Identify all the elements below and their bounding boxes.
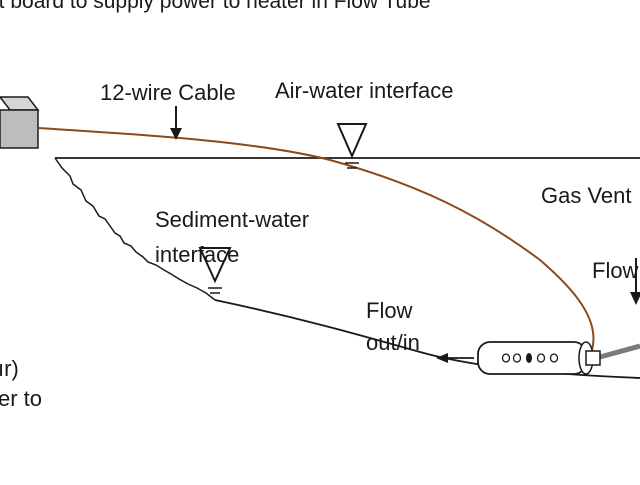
air-water-label: Air-water interface [275,78,454,103]
cable-line [37,127,595,351]
sediment-bank [54,157,216,301]
flow-right-label: Flow [592,258,639,283]
circuit-box [0,96,40,149]
sediment-label-line1: Sediment-water [155,207,309,232]
flow-tube [477,341,601,375]
flow-out-arrow-icon [436,353,474,363]
gas-vent-label: Gas Vent [541,183,632,208]
water-level-icon [336,123,368,169]
sediment-label-line2: interface [155,242,239,267]
sediment-level-icon [198,247,232,294]
cable-label: 12-wire Cable [100,80,236,105]
rod [599,343,640,360]
left-partial-text-2: er to [0,386,42,411]
flow-out-label-line2: out/in [366,330,420,355]
cable-arrow-icon [170,106,182,140]
left-partial-text-1: ır) [0,356,19,381]
flow-out-label-line1: Flow [366,298,413,323]
caption-top: it board to supply power to heater in Fl… [0,0,431,13]
flow-down-arrow-icon [630,258,640,305]
